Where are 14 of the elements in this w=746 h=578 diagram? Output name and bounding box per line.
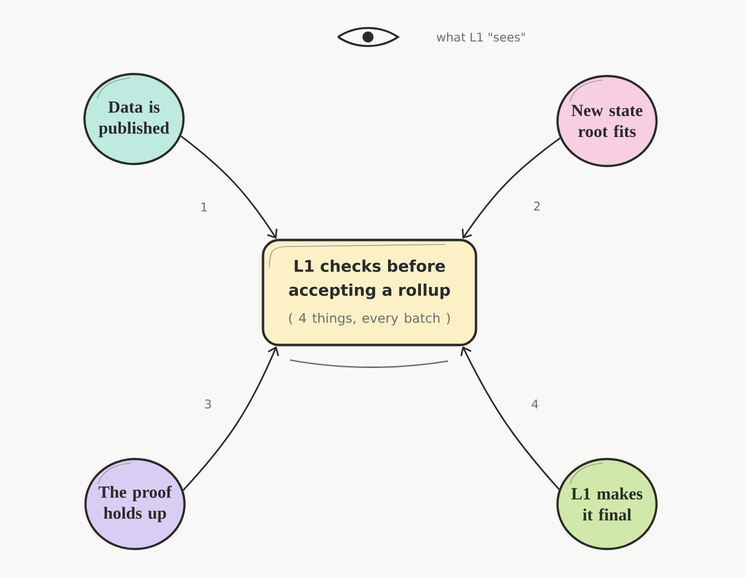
process-box: L1 checks before accepting a rollup ( 4 things, every batch ) bbox=[262, 238, 478, 346]
edge-label: 4 bbox=[532, 400, 538, 408]
bubble-node: The proof holds up bbox=[84, 458, 186, 550]
arrow bbox=[460, 346, 560, 490]
edge-label: 1 bbox=[202, 202, 207, 212]
note-text: what L1 "sees" bbox=[436, 32, 525, 42]
edge-label: 2 bbox=[534, 202, 540, 210]
bubble-node: L1 makes it final bbox=[556, 458, 658, 550]
arrow bbox=[182, 346, 280, 491]
bubble-node: New state root fits bbox=[556, 74, 658, 168]
edge-label: 3 bbox=[205, 399, 211, 409]
bubble-node: Data is published bbox=[83, 72, 185, 166]
arrow bbox=[462, 137, 560, 239]
arrow bbox=[180, 135, 278, 239]
